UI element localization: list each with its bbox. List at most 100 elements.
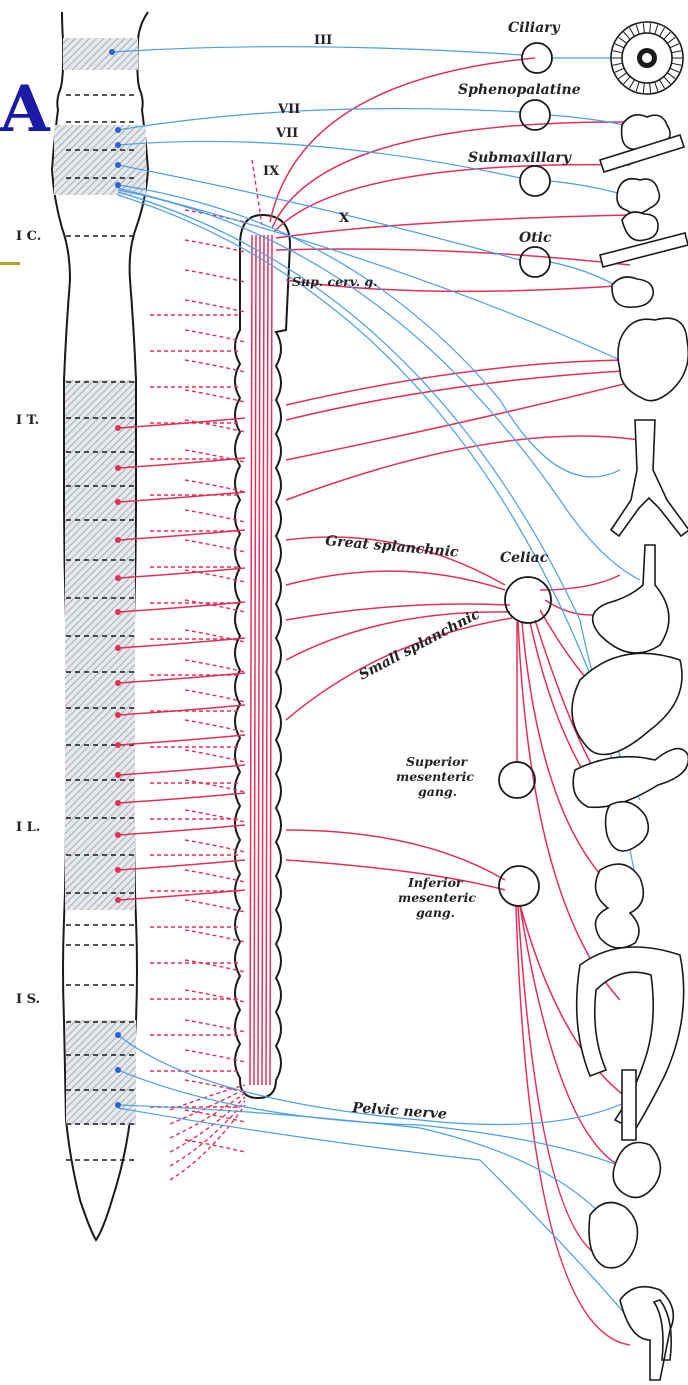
cranial-nerve-x-label: X bbox=[339, 211, 350, 226]
celiac-to-intestine bbox=[522, 622, 615, 890]
hatched-segment-thoracolumbar bbox=[65, 380, 135, 910]
ganglion-ciliary bbox=[522, 43, 552, 73]
sympathetic-to-parotid bbox=[276, 249, 630, 265]
ganglion-inferior-mesenteric bbox=[499, 866, 539, 906]
kidney-icon bbox=[606, 802, 649, 851]
lumbar-splanchnic-nerve bbox=[286, 830, 505, 880]
small-intestine-icon bbox=[596, 864, 644, 948]
cord-cell-dot bbox=[115, 897, 121, 903]
cord-label-sacral: I S. bbox=[16, 992, 40, 1007]
cord-cell-dot bbox=[115, 465, 121, 471]
small-splanchnic-nerve-3 bbox=[286, 618, 512, 720]
cranial-nerve-ix-label: IX bbox=[263, 164, 280, 179]
ciliary-label: Ciliary bbox=[508, 20, 561, 36]
prostate-icon bbox=[589, 1203, 637, 1268]
cord-cell-dot bbox=[115, 609, 121, 615]
cord-cell-dot bbox=[115, 867, 121, 873]
white-ramus-line bbox=[118, 568, 245, 578]
cord-cell-dot bbox=[115, 742, 121, 748]
sympathetic-fibers bbox=[115, 58, 640, 1345]
white-ramus-line bbox=[118, 492, 245, 502]
parasympathetic-fibers bbox=[109, 47, 640, 1320]
corner-letter: A bbox=[0, 78, 50, 142]
sympathetic-to-sublingual bbox=[276, 215, 630, 238]
cord-cell-dot bbox=[115, 645, 121, 651]
ganglion-superior-mesenteric bbox=[499, 762, 535, 798]
inferior-mesenteric-label-3: gang. bbox=[416, 905, 455, 920]
cord-cell-dot bbox=[115, 772, 121, 778]
cranial-nerve-vii-label-1: VII bbox=[277, 102, 300, 117]
gray-ramus-dash bbox=[185, 240, 245, 252]
sacral-gray-ramus-dash bbox=[170, 1093, 245, 1138]
otic-label: Otic bbox=[519, 230, 552, 246]
gray-ramus-dash bbox=[185, 270, 245, 282]
parasympathetic-cell-dot bbox=[115, 1032, 121, 1038]
white-ramus-line bbox=[118, 825, 245, 835]
hatched-segment-oculomotor bbox=[63, 38, 138, 70]
corner-dash bbox=[0, 262, 20, 265]
superior-mesenteric-label-1: Superior bbox=[406, 754, 468, 769]
ganglia bbox=[499, 43, 552, 906]
cord-cell-dot bbox=[115, 832, 121, 838]
parasympathetic-cell-dot bbox=[115, 1067, 121, 1073]
pelvic-nerve-3 bbox=[118, 1105, 615, 1230]
inferior-mesenteric-label-1: Inferior bbox=[407, 875, 464, 890]
ganglion-celiac bbox=[505, 577, 551, 623]
eye-icon bbox=[611, 22, 683, 94]
rectum-icon bbox=[622, 1070, 636, 1140]
hatched-segment-facial bbox=[54, 125, 146, 195]
pelvic-nerve-4 bbox=[118, 1108, 630, 1320]
sup-cerv-ganglion-label: Sup. cerv. g. bbox=[292, 274, 378, 289]
gray-ramus-dash bbox=[185, 300, 245, 312]
parasympathetic-cell-dot bbox=[115, 127, 121, 133]
white-ramus-line bbox=[118, 735, 245, 745]
cord-cell-dot bbox=[115, 537, 121, 543]
sublingual-gland-icon bbox=[622, 212, 658, 241]
bladder-icon bbox=[613, 1143, 660, 1198]
sphenopalatine-label: Sphenopalatine bbox=[458, 82, 581, 98]
superior-mesenteric-label-3: gang. bbox=[418, 784, 457, 799]
lumbar-splanchnic-nerve-2 bbox=[286, 860, 505, 890]
celiac-label: Celiac bbox=[500, 550, 549, 566]
white-ramus-line bbox=[118, 793, 245, 803]
ganglion-submaxillary bbox=[520, 166, 550, 196]
submaxillary-label: Submaxillary bbox=[468, 150, 572, 166]
sympathetic-to-heart-2 bbox=[286, 370, 640, 420]
sympathetic-to-lacrimal bbox=[272, 122, 630, 228]
great-splanchnic-nerve-2 bbox=[286, 571, 505, 590]
facial-nerve-1 bbox=[118, 109, 520, 130]
cord-label-thoracic: I T. bbox=[16, 413, 39, 428]
ganglion-sphenopalatine bbox=[520, 100, 550, 130]
submaxillary-to-gland bbox=[550, 181, 625, 195]
pelvic-nerve-2 bbox=[118, 1070, 630, 1170]
ganglion-otic bbox=[520, 247, 550, 277]
heart-icon bbox=[618, 318, 688, 400]
parotid-gland-icon bbox=[612, 277, 653, 307]
white-ramus-line bbox=[118, 765, 245, 775]
cord-label-cervical: I C. bbox=[16, 229, 41, 244]
gray-ramus-dash bbox=[185, 330, 245, 342]
parasympathetic-cell-dot bbox=[115, 1102, 121, 1108]
cord-cell-dot bbox=[115, 499, 121, 505]
cord-cell-dot bbox=[115, 425, 121, 431]
labels: III VII VII IX X Ciliary Sphenopalatine … bbox=[263, 20, 581, 1123]
inferior-mesenteric-label-2: mesenteric bbox=[398, 890, 476, 905]
sympathetic-to-lung bbox=[286, 436, 640, 500]
sacral-gray-ramus-dash bbox=[170, 1105, 245, 1180]
submaxillary-gland-icon bbox=[617, 179, 659, 214]
parasympathetic-cell-dot bbox=[115, 182, 121, 188]
parasympathetic-cell-dot bbox=[115, 162, 121, 168]
cranial-nerve-vii-label-2: VII bbox=[275, 126, 298, 141]
pelvic-nerve-label: Pelvic nerve bbox=[351, 1100, 448, 1123]
parasympathetic-cell-dot bbox=[109, 49, 115, 55]
cord-cell-dot bbox=[115, 680, 121, 686]
white-ramus-line bbox=[118, 705, 245, 715]
liver-icon bbox=[572, 653, 682, 754]
cord-cell-dot bbox=[115, 712, 121, 718]
cord-cell-dot bbox=[115, 575, 121, 581]
superior-mesenteric-label-2: mesenteric bbox=[396, 769, 474, 784]
great-splanchnic-label: Great splanchnic bbox=[325, 533, 460, 561]
cord-label-lumbar: I L. bbox=[16, 820, 40, 835]
